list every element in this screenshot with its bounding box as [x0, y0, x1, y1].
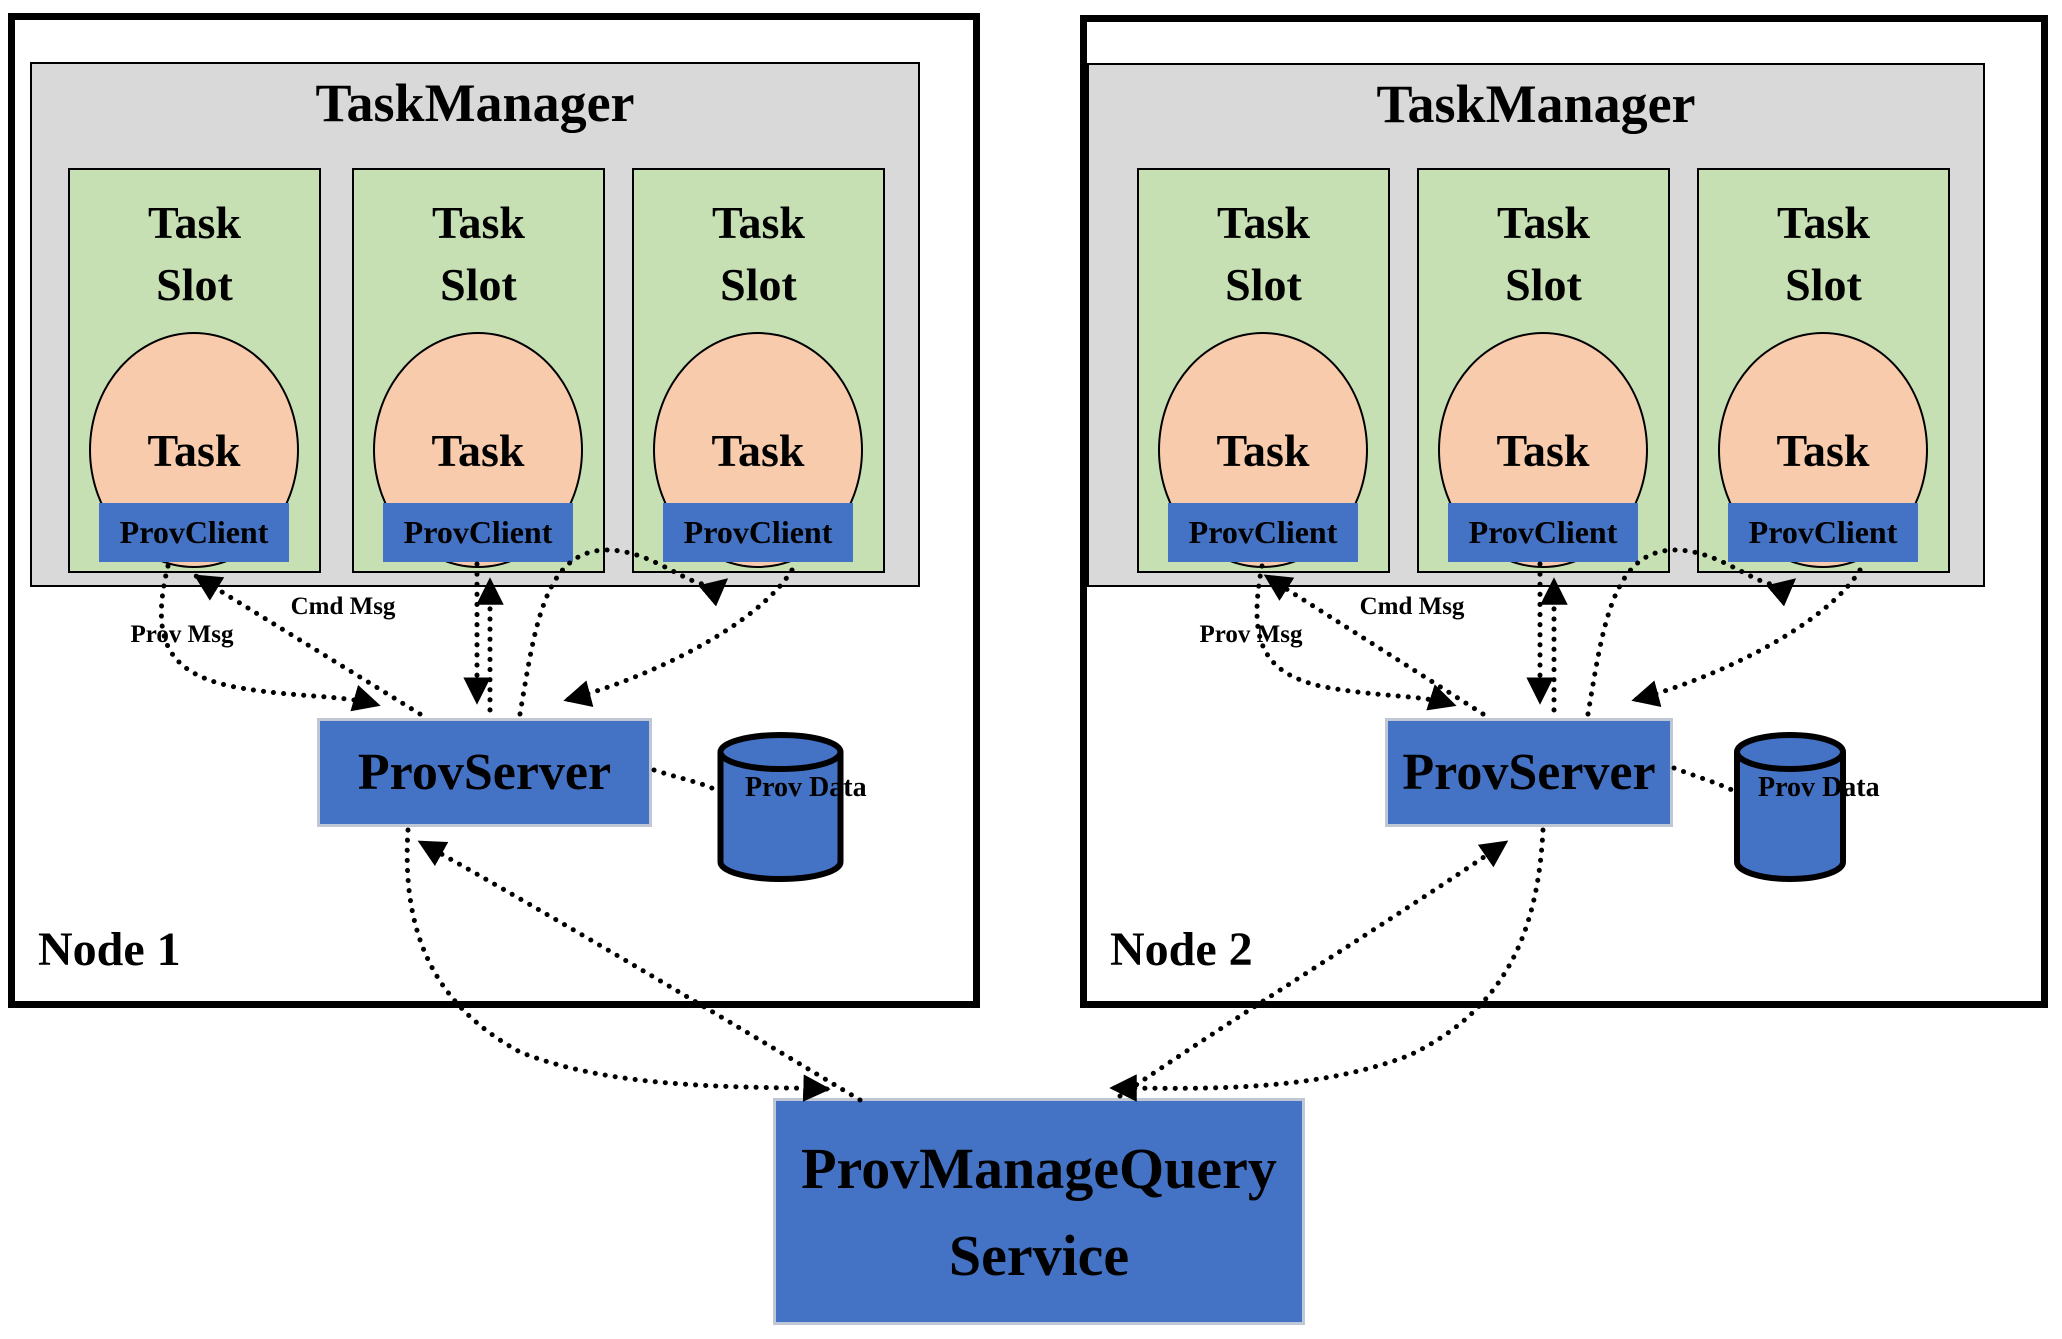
node1-label: Node 1	[38, 923, 181, 976]
node2-prov-msg-label: Prov Msg	[1199, 621, 1303, 648]
node1-provdata-label: Prov Data	[745, 772, 867, 803]
node1-slot2-provclient: ProvClient	[383, 503, 573, 562]
node2-slot2-title: Task Slot	[1497, 197, 1590, 311]
node1-slot1-provclient: ProvClient	[99, 503, 289, 562]
node1-slot2-title: Task Slot	[432, 197, 525, 311]
node2-provdata-label: Prov Data	[1758, 772, 1880, 803]
node1-slot3-provclient: ProvClient	[663, 503, 853, 562]
node2-provserver: ProvServer	[1385, 718, 1673, 827]
node1-provserver: ProvServer	[317, 718, 652, 827]
node2-slot3-title: Task Slot	[1777, 197, 1870, 311]
node1-prov-msg-label: Prov Msg	[130, 621, 234, 648]
node2-slot3-provclient: ProvClient	[1728, 503, 1918, 562]
node2-label: Node 2	[1110, 923, 1253, 976]
provmanagequery-service-label: ProvManageQuery Service	[801, 1135, 1277, 1288]
node2-slot1-title: Task Slot	[1217, 197, 1310, 311]
node2-taskmanager-title: TaskManager	[1376, 74, 1696, 134]
node2-slot2-provclient: ProvClient	[1448, 503, 1638, 562]
node2-slot1-provclient: ProvClient	[1168, 503, 1358, 562]
node2-cmd-msg-label: Cmd Msg	[1359, 593, 1465, 620]
node1-slot1-title: Task Slot	[148, 197, 241, 311]
node1-slot3-title: Task Slot	[712, 197, 805, 311]
node1-taskmanager-title: TaskManager	[315, 73, 635, 133]
provmanagequery-service-box: ProvManageQuery Service	[773, 1098, 1305, 1325]
node1-cmd-msg-label: Cmd Msg	[290, 593, 396, 620]
